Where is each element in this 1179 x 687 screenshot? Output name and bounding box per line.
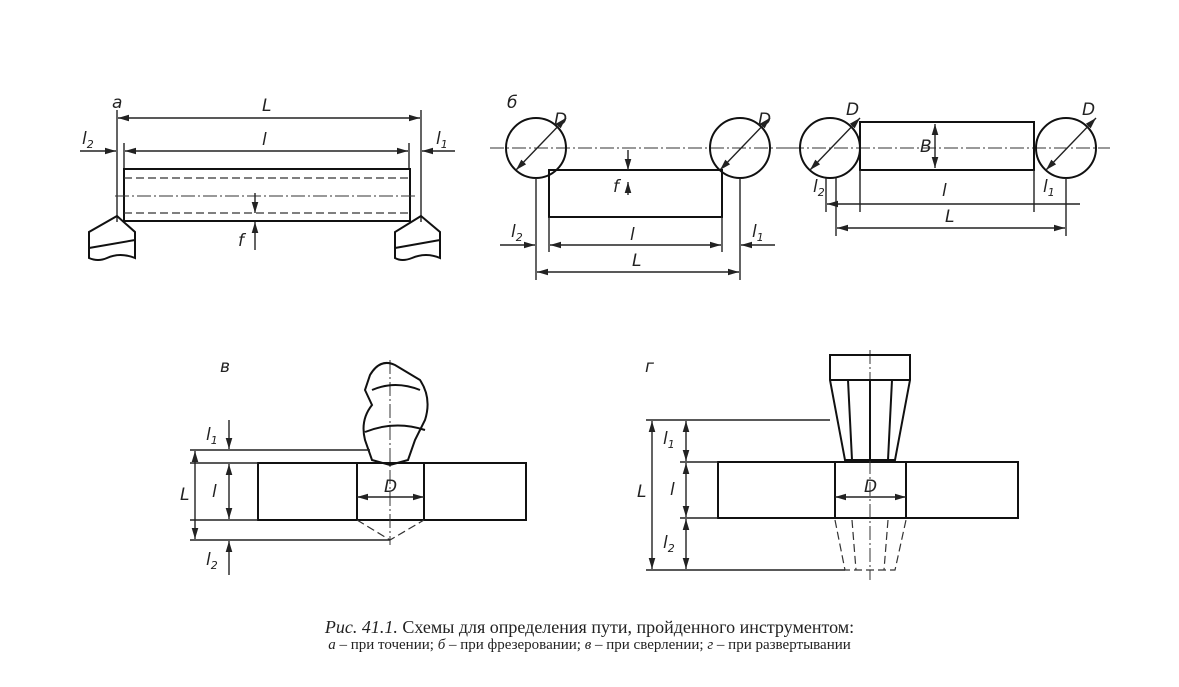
label-l2: l2 (206, 550, 218, 572)
panel-b-milling: б D D f l l2 l1 L D D B (490, 93, 1110, 280)
legend-text-b: – при фрезеровании; (445, 637, 585, 653)
panel-a-letter: а (112, 93, 122, 113)
label-l1: l1 (436, 129, 448, 151)
workpiece (123, 168, 411, 222)
label-l: l (942, 181, 947, 201)
figure-number: Рис. 41.1. (324, 617, 398, 637)
label-f: f (613, 177, 622, 197)
caption-title: Схемы для определения пути, пройденного … (397, 617, 855, 637)
label-L: L (637, 482, 646, 502)
label-D: D (554, 110, 567, 130)
label-L: L (180, 485, 189, 505)
label-B: B (920, 137, 932, 157)
label-L: L (262, 96, 271, 116)
label-D: D (1082, 100, 1095, 120)
label-l1: l1 (1043, 177, 1055, 199)
legend-letter-b: б (437, 637, 446, 653)
drill-icon (362, 362, 429, 467)
plate-left (257, 462, 358, 521)
label-D: D (384, 477, 397, 497)
label-L: L (945, 207, 954, 227)
panel-g-reaming: г D L l l1 l2 (637, 350, 1019, 580)
panel-g-letter: г (645, 357, 654, 377)
legend-letter-g: г (707, 637, 714, 653)
label-D: D (846, 100, 859, 120)
label-l1: l1 (663, 429, 675, 451)
label-D: D (864, 477, 877, 497)
legend-letter-v: в (584, 637, 592, 653)
plate-left (717, 461, 836, 519)
panel-v-letter: в (220, 357, 230, 377)
figure-caption-legend: а – при точении; б – при фрезеровании; в… (0, 637, 1179, 654)
label-l2: l2 (511, 222, 523, 244)
plate-right (423, 462, 527, 521)
legend-letter-a: а (328, 637, 336, 653)
label-l: l (262, 130, 267, 150)
legend-text-g: – при развертывании (713, 637, 851, 653)
workpiece (859, 121, 1035, 171)
legend-text-a: – при точении; (335, 637, 438, 653)
cutting-tool-left (88, 214, 136, 261)
label-l1: l1 (752, 222, 764, 244)
figure-caption-title: Рис. 41.1. Схемы для определения пути, п… (0, 617, 1179, 638)
label-l1: l1 (206, 425, 218, 447)
label-f: f (238, 231, 247, 251)
panel-a-turning: а L l l2 l1 f (80, 93, 455, 261)
workpiece (548, 169, 723, 218)
label-l2: l2 (82, 129, 94, 151)
label-l2: l2 (813, 177, 825, 199)
panel-b-letter: б (507, 93, 517, 113)
label-l: l (630, 225, 635, 245)
label-l: l (212, 482, 217, 502)
cutting-tool-right (394, 214, 441, 261)
label-L: L (632, 251, 641, 271)
plate-right (905, 461, 1019, 519)
legend-text-v: – при сверлении; (591, 637, 708, 653)
label-l2: l2 (663, 533, 675, 555)
reamer-icon (829, 354, 911, 461)
label-D: D (758, 110, 771, 130)
label-l: l (670, 480, 675, 500)
panel-v-drilling: в D L l l1 l2 (180, 357, 527, 575)
